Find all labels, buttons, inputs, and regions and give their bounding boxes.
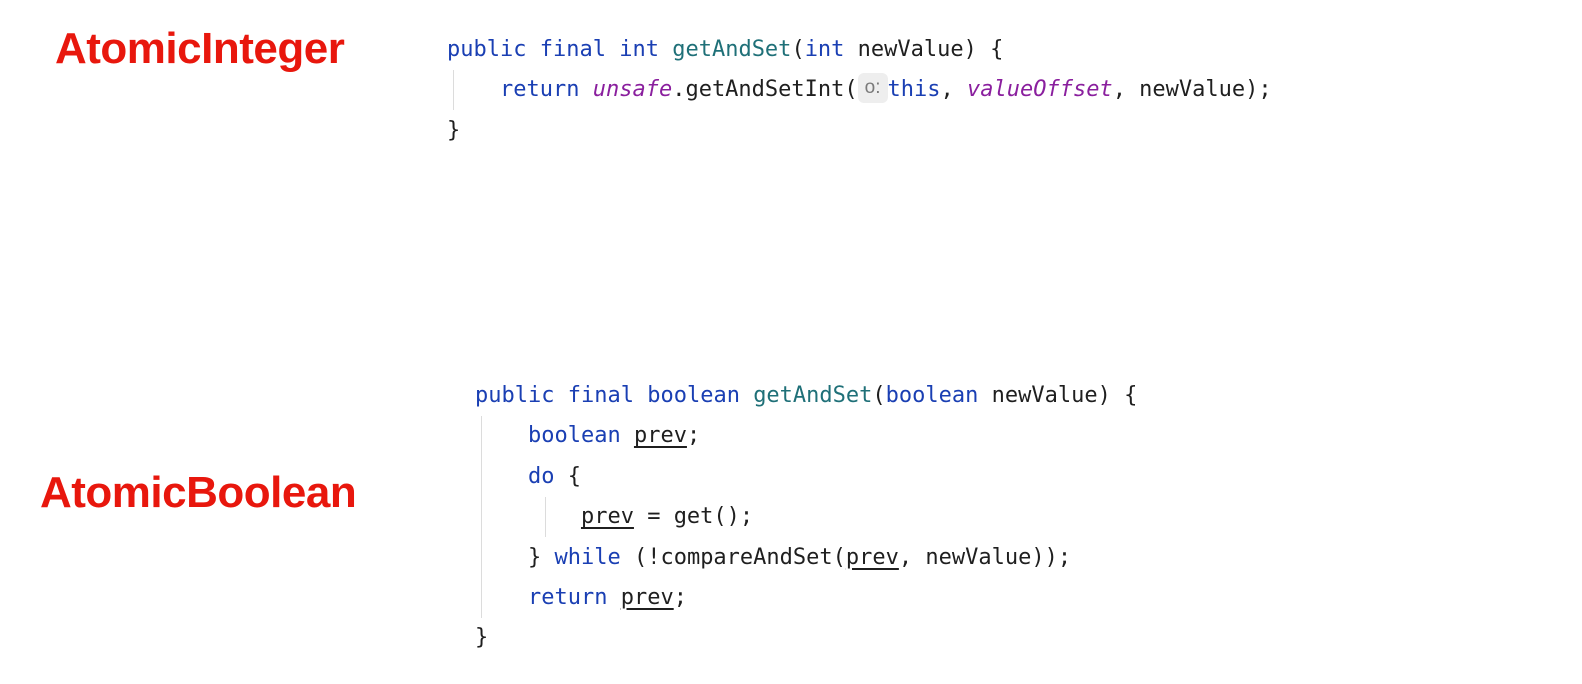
keyword-while: while <box>554 544 621 570</box>
semicolon: ; <box>673 584 687 610</box>
atomic-integer-heading: AtomicInteger <box>55 24 345 73</box>
indent-guide <box>453 70 454 110</box>
param-rest: newValue) { <box>978 383 1138 408</box>
value-offset-field: valueOffset <box>966 77 1113 103</box>
keyword-final: final <box>539 37 606 62</box>
code-line-signature: public final boolean getAndSet(boolean n… <box>475 376 1137 416</box>
code-line-while: } while (!compareAndSet(prev, newValue))… <box>475 538 1137 578</box>
keyword-do: do <box>527 463 555 489</box>
call-rest: , newValue); <box>1112 77 1272 103</box>
local-variable-prev: prev <box>845 544 899 570</box>
param-type: int <box>804 37 845 62</box>
open-brace: { <box>554 463 581 489</box>
code-line-return: return unsafe.getAndSetInt(o:this, value… <box>447 70 1272 110</box>
open-paren: ( <box>872 383 886 408</box>
keyword-final: final <box>567 383 634 408</box>
keyword-public: public <box>475 383 555 408</box>
local-variable-prev: prev <box>633 423 687 449</box>
keyword-return: return <box>499 77 580 103</box>
closing-brace: } <box>475 625 489 651</box>
keyword-boolean: boolean <box>647 383 740 408</box>
unsafe-field: unsafe <box>592 77 673 103</box>
method-name: getAndSet <box>672 37 792 62</box>
atomic-integer-code-block: public final int getAndSet(int newValue)… <box>447 30 1272 151</box>
open-paren: ( <box>791 37 805 62</box>
param-rest: newValue) { <box>844 37 1004 62</box>
indent-guide-inner <box>545 497 546 537</box>
local-variable-prev: prev <box>580 504 634 530</box>
indent-guide-outer <box>481 416 482 618</box>
call-rest: , newValue)); <box>898 544 1072 570</box>
code-line-declaration: boolean prev; <box>475 416 1137 456</box>
assignment-rest: = get(); <box>633 504 754 530</box>
method-name: getAndSet <box>753 383 873 408</box>
atomic-boolean-code-block: public final boolean getAndSet(boolean n… <box>475 376 1137 659</box>
keyword-boolean: boolean <box>527 423 621 449</box>
code-line-signature: public final int getAndSet(int newValue)… <box>447 30 1272 70</box>
code-line-close: } <box>447 111 1272 151</box>
code-line-assign: prev = get(); <box>475 497 1137 537</box>
keyword-return: return <box>527 584 608 610</box>
closing-brace: } <box>447 117 461 143</box>
parameter-hint: o: <box>857 73 888 104</box>
closing-brace: } <box>527 544 555 570</box>
code-line-do: do { <box>475 457 1137 497</box>
semicolon: ; <box>686 423 701 449</box>
method-call: .getAndSetInt( <box>672 77 858 103</box>
comma: , <box>940 77 967 103</box>
keyword-public: public <box>447 37 527 62</box>
keyword-int: int <box>619 37 659 62</box>
local-variable-prev: prev <box>620 584 674 610</box>
code-line-close: } <box>475 618 1137 658</box>
atomic-boolean-heading: AtomicBoolean <box>40 468 357 517</box>
compare-call: (!compareAndSet( <box>620 544 846 570</box>
code-line-return: return prev; <box>475 578 1137 618</box>
param-type: boolean <box>885 383 979 408</box>
keyword-this: this <box>887 77 941 103</box>
